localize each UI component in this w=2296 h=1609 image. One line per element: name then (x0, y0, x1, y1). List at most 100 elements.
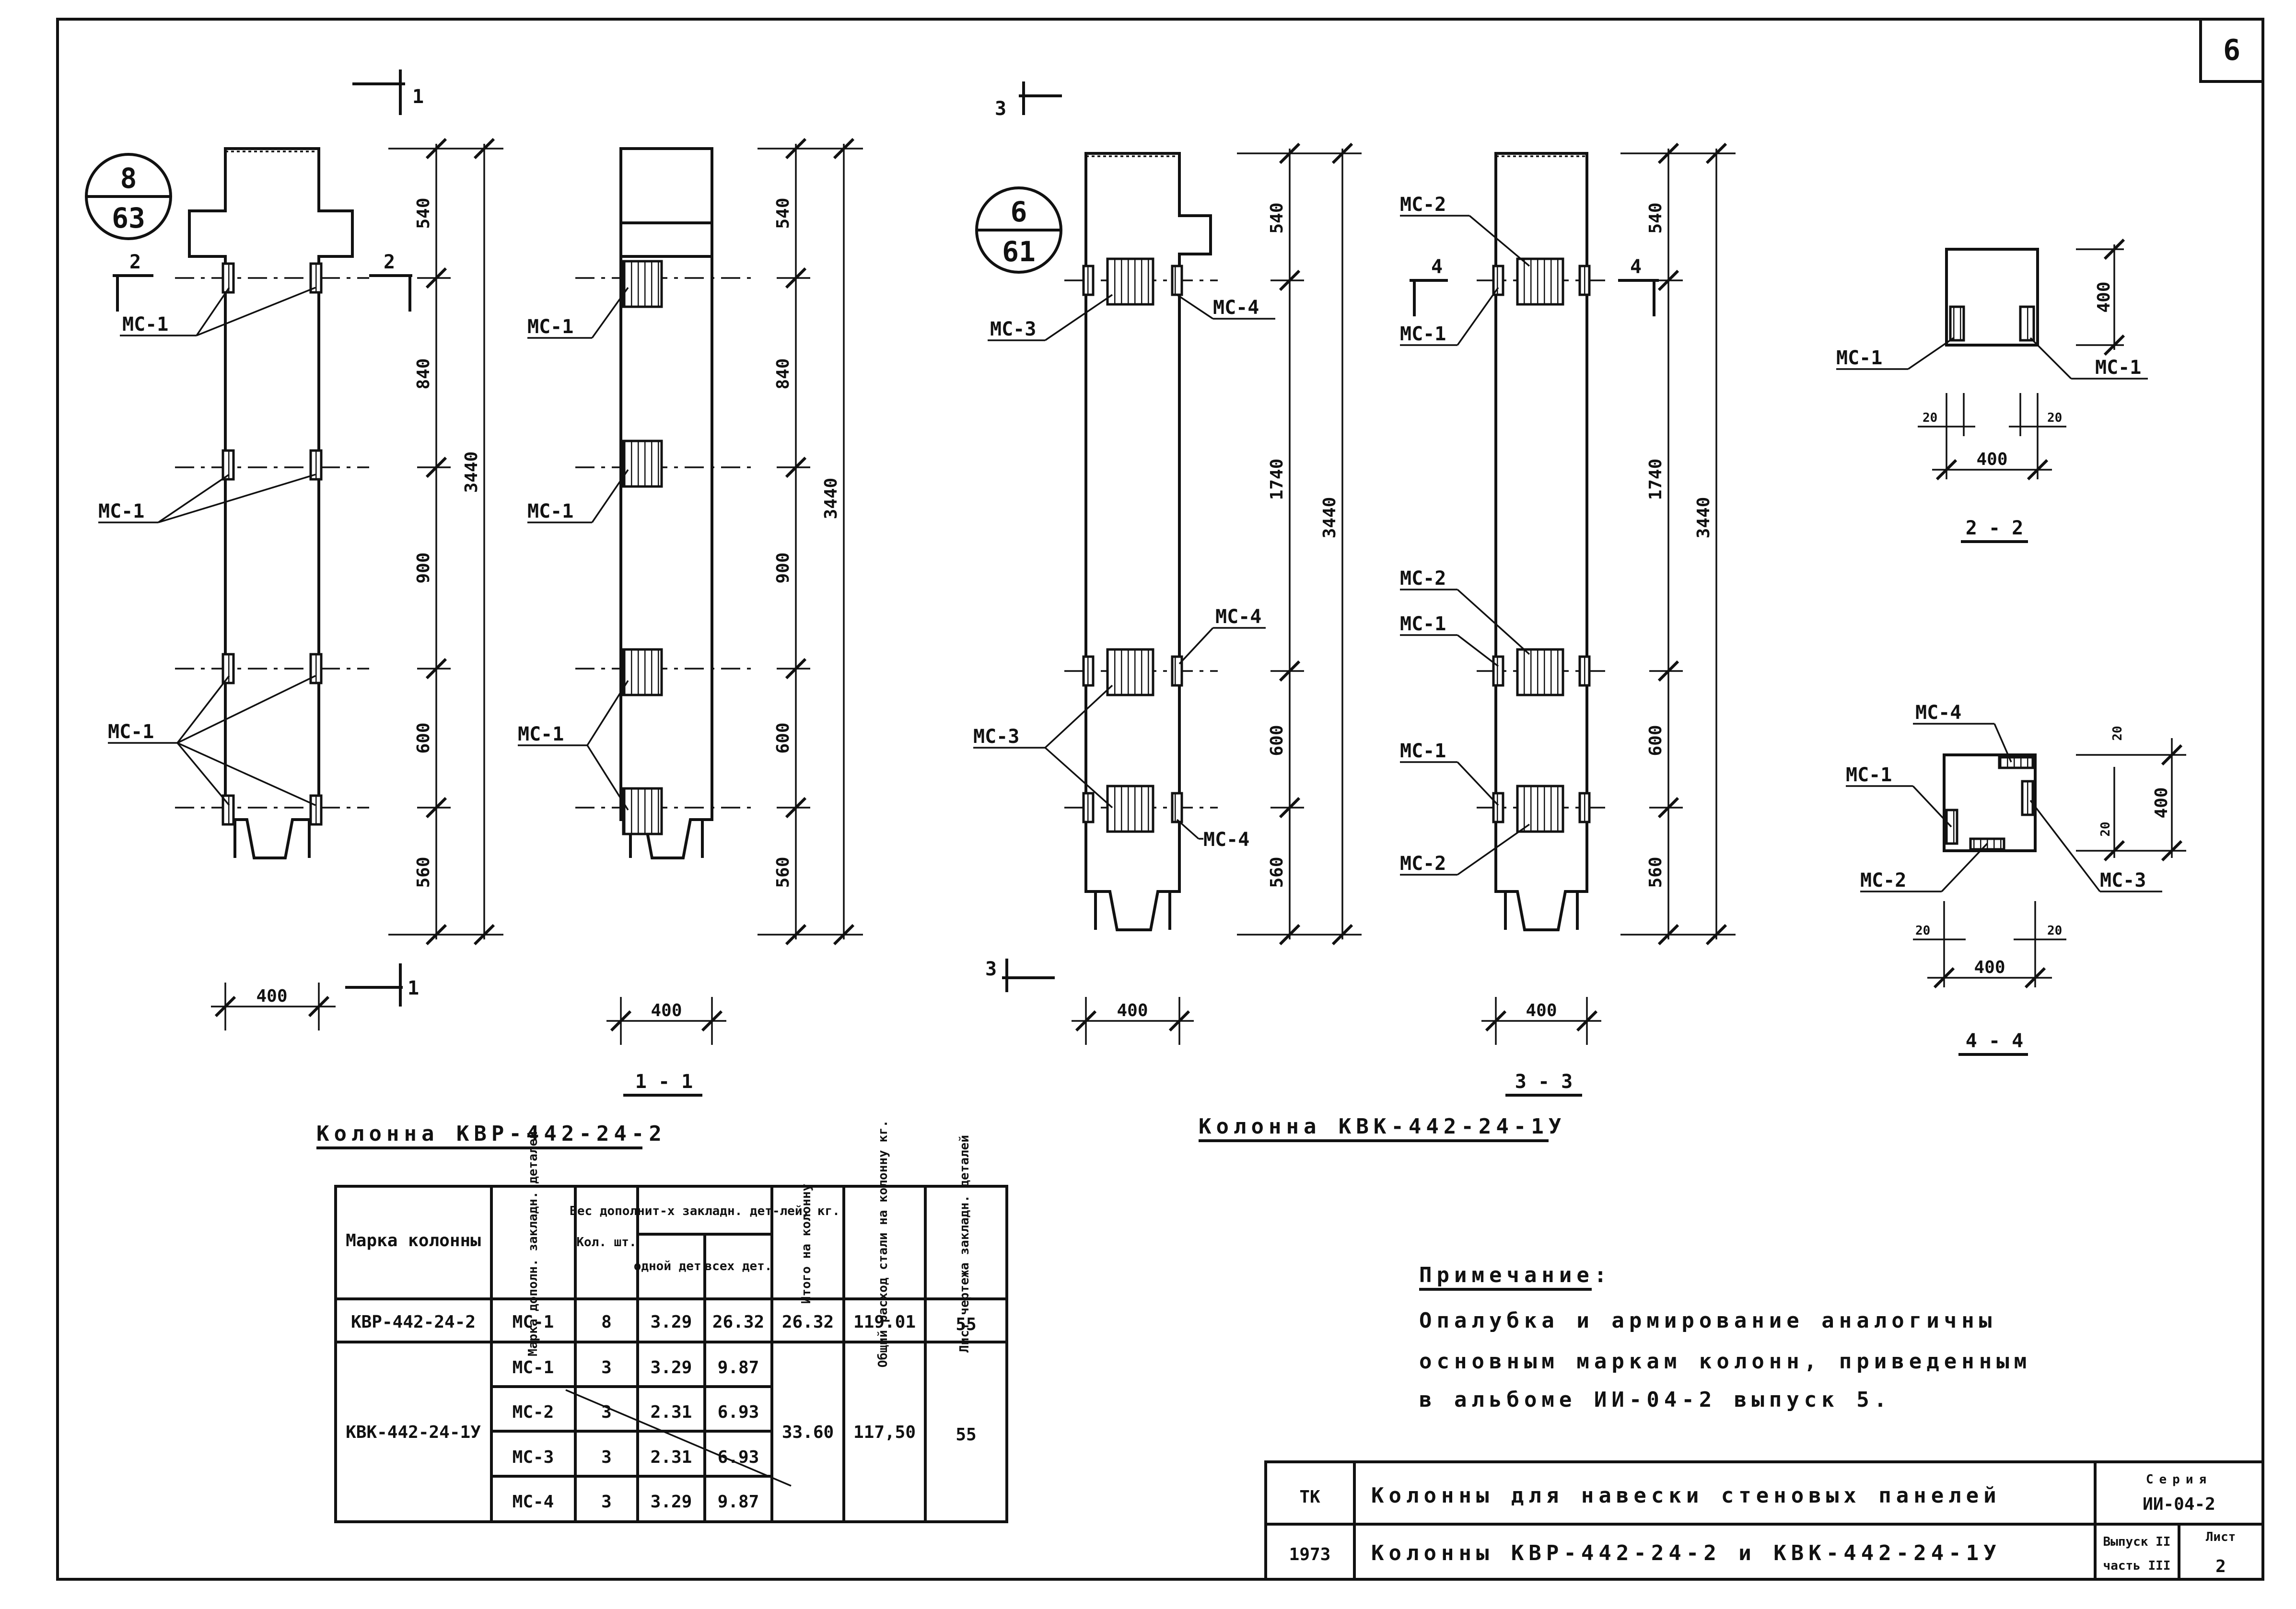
section-3-3-label-mc2-low: МС-2 (1400, 853, 1446, 875)
column-a-cut-2-left: 2 (129, 251, 141, 273)
column-a-elevation (98, 147, 369, 859)
spec-header-weight: Вес дополнит-х закладн. дет-лей, кг. (570, 1204, 840, 1218)
row2-drawing: 55 (956, 1425, 976, 1445)
column-b-label-mc4-bottom: МС-4 (1203, 829, 1249, 851)
section-4-4-edge-right: 20 (2047, 924, 2062, 938)
note-line-1: Опалубка и армирование аналогичны (1419, 1308, 1996, 1333)
column-b-dim-3: 560 (1267, 857, 1287, 888)
section-4-4-width: 400 (1974, 958, 2005, 977)
spec-header-steel: Общий расход стали на колонну кг. (876, 1120, 890, 1368)
section-1-1-dim-1: 840 (773, 358, 793, 389)
section-1-1-dim-4: 560 (773, 857, 793, 888)
column-a-dim-0: 540 (414, 197, 433, 229)
row1-all: 26.32 (712, 1312, 764, 1332)
column-b-cut-3-bottom: 3 (985, 958, 997, 980)
column-a-dim-total: 3440 (462, 451, 481, 493)
row5-one: 3.29 (651, 1492, 692, 1512)
row1-drawing: 55 (956, 1315, 976, 1334)
title-series-label: Серия (2146, 1472, 2212, 1487)
column-b-ref-top: 6 (1011, 196, 1027, 228)
column-b-label-mc4-mid: МС-4 (1215, 606, 1261, 628)
spec-header-mark: Марка колонны (346, 1231, 481, 1250)
section-1-1-label-c: МС-1 (518, 723, 564, 745)
column-b-label-mc3-bottom: МС-3 (973, 726, 1019, 748)
spec-header-qty: Кол. шт. (576, 1235, 636, 1250)
section-3-3-cut-4-left: 4 (1431, 256, 1443, 278)
column-b-cut-3-top: 3 (995, 98, 1006, 120)
column-a-label-mc1-a: МС-1 (122, 313, 168, 336)
title-issue-label: Выпуск II (2103, 1535, 2171, 1549)
column-a-title: Колонна КВР-442-24-2 (316, 1122, 666, 1146)
row2-all: 9.87 (718, 1358, 759, 1377)
column-b-cut-marks (1002, 81, 1062, 992)
section-2-2-label-left: МС-1 (1836, 347, 1882, 369)
section-2-2-edge-right: 20 (2047, 411, 2062, 425)
section-3-3-label-mc1-mid: МС-1 (1400, 613, 1446, 635)
section-1-1-dim-total: 3440 (821, 478, 841, 520)
section-4-4-edge-top: 20 (2110, 726, 2125, 741)
section-3-3-dim-2: 600 (1646, 725, 1666, 756)
column-b-ref-bottom: 61 (1002, 235, 1036, 268)
title-org: ТК (1299, 1487, 1320, 1507)
title-line-1: Колонны для навески стеновых панелей (1371, 1483, 2001, 1508)
column-a-cut-1-bottom: 1 (408, 977, 419, 999)
column-a-dimensions (388, 138, 503, 946)
title-sheet: 2 (2215, 1557, 2226, 1576)
section-1-1-dim-2: 900 (773, 552, 793, 583)
row2-total: 33.60 (782, 1423, 834, 1442)
section-1-1-label-a: МС-1 (527, 316, 573, 338)
row4-qty: 3 (601, 1447, 612, 1467)
section-1-1-width: 400 (651, 1001, 682, 1020)
row2-part: МС-1 (513, 1358, 554, 1377)
title-series: ИИ-04-2 (2143, 1494, 2215, 1514)
column-b-dim-0: 540 (1267, 202, 1287, 233)
column-a-dim-4: 560 (414, 857, 433, 888)
section-3-3-cut-4-right: 4 (1630, 256, 1642, 278)
section-3-3-label-mc1-top: МС-1 (1400, 323, 1446, 345)
section-2-2-edge-left: 20 (1923, 411, 1937, 425)
column-b-width: 400 (1117, 1001, 1148, 1020)
row1-part: МС-1 (513, 1312, 554, 1332)
sheet-frame (56, 18, 2264, 1581)
column-b-label-mc3-top: МС-3 (990, 318, 1036, 340)
row3-one: 2.31 (651, 1402, 692, 1422)
title-block (1264, 1460, 2264, 1581)
row1-steel: 119.01 (853, 1312, 916, 1332)
section-4-4-label-mc3: МС-3 (2100, 869, 2146, 891)
section-2-2-width: 400 (1976, 450, 2007, 469)
row2-mark: КВК-442-24-1У (346, 1423, 481, 1442)
column-a-cut-2-right: 2 (384, 251, 395, 273)
sheet-number: 6 (2223, 34, 2240, 67)
row5-part: МС-4 (513, 1492, 554, 1512)
spec-header-all: всех дет. (705, 1259, 772, 1273)
column-b-dim-2: 600 (1267, 725, 1287, 756)
spec-table (334, 1185, 1008, 1523)
section-3-3 (1400, 142, 1736, 1097)
column-a-ref-bottom: 63 (112, 202, 145, 234)
column-a-cut-1-top: 1 (412, 86, 424, 108)
section-1-1-label-b: МС-1 (527, 500, 573, 522)
column-b-label-mc4-top: МС-4 (1213, 297, 1259, 319)
column-b-dimensions (1072, 142, 1362, 1045)
section-3-3-title: 3 - 3 (1515, 1071, 1573, 1093)
column-a-dim-3: 600 (414, 722, 433, 753)
section-4-4-label-mc4: МС-4 (1915, 702, 1961, 724)
spec-header-part: Марка дополн. закладн. деталей (526, 1131, 540, 1356)
row4-one: 2.31 (651, 1447, 692, 1467)
section-3-3-dim-3: 560 (1646, 857, 1666, 888)
row2-steel: 117,50 (853, 1423, 916, 1442)
column-b-dim-1: 1740 (1267, 459, 1287, 500)
column-b-elevation (973, 152, 1275, 931)
row5-all: 9.87 (718, 1492, 759, 1512)
section-1-1-dim-0: 540 (773, 197, 793, 229)
note-line-2: основным маркам колонн, приведенным (1419, 1349, 2031, 1374)
row3-all: 6.93 (718, 1402, 759, 1422)
spec-header-total: Итого на колонну (799, 1184, 814, 1304)
row2-one: 3.29 (651, 1358, 692, 1377)
section-4-4-edge-left: 20 (1915, 924, 1930, 938)
section-3-3-label-mc2-top: МС-2 (1400, 194, 1446, 216)
title-sheet-label: Лист (2206, 1530, 2236, 1544)
section-3-3-dim-0: 540 (1646, 202, 1666, 233)
row3-qty: 3 (601, 1402, 612, 1422)
